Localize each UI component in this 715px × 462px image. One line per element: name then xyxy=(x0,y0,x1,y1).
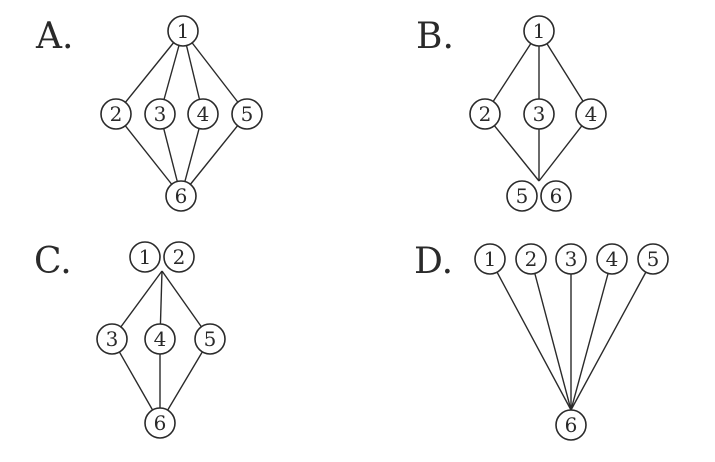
node-a-2: 2 xyxy=(100,98,132,130)
svg-text:3: 3 xyxy=(533,102,546,126)
svg-text:3: 3 xyxy=(565,247,578,271)
node-c-2: 2 xyxy=(163,241,195,273)
node-c-3: 3 xyxy=(96,323,128,355)
edge-d-2-6 xyxy=(530,258,572,411)
node-b-2: 2 xyxy=(469,98,501,130)
edge-b-1-2 xyxy=(484,30,540,115)
svg-text:1: 1 xyxy=(533,19,546,43)
edge-a-1-2 xyxy=(115,30,184,115)
option-b: B. 1 2 3 4 5 6 xyxy=(416,15,607,212)
node-a-1: 1 xyxy=(167,15,199,47)
option-a-label: A. xyxy=(35,16,73,57)
node-d-4: 4 xyxy=(596,243,628,275)
node-d-3: 3 xyxy=(555,243,587,275)
svg-text:2: 2 xyxy=(525,247,538,271)
svg-text:5: 5 xyxy=(516,184,529,208)
node-c-6: 6 xyxy=(144,407,176,439)
edge-d-1-6 xyxy=(489,258,572,411)
svg-text:2: 2 xyxy=(173,245,186,269)
svg-text:6: 6 xyxy=(175,184,188,208)
node-a-3: 3 xyxy=(144,98,176,130)
edge-a-5-6 xyxy=(180,113,248,197)
option-c: C. 1 2 3 4 5 6 xyxy=(34,241,226,439)
option-c-label: C. xyxy=(34,241,72,282)
node-d-1: 1 xyxy=(474,243,506,275)
svg-text:5: 5 xyxy=(241,102,254,126)
edge-d-4-6 xyxy=(570,258,613,411)
edge-d-5-6 xyxy=(570,258,654,411)
svg-text:6: 6 xyxy=(550,184,563,208)
svg-text:1: 1 xyxy=(177,19,190,43)
node-a-6: 6 xyxy=(165,180,197,212)
svg-text:6: 6 xyxy=(154,411,167,435)
svg-text:4: 4 xyxy=(585,102,598,126)
svg-text:5: 5 xyxy=(204,327,217,351)
node-c-1: 1 xyxy=(129,241,161,273)
node-b-5: 5 xyxy=(506,180,538,212)
svg-text:6: 6 xyxy=(565,413,578,437)
node-b-3: 3 xyxy=(523,98,555,130)
svg-text:5: 5 xyxy=(647,247,660,271)
edge-c-3-6 xyxy=(111,338,161,424)
svg-text:3: 3 xyxy=(154,102,167,126)
svg-text:1: 1 xyxy=(139,245,152,269)
svg-text:4: 4 xyxy=(606,247,619,271)
node-a-4: 4 xyxy=(187,98,219,130)
node-b-4: 4 xyxy=(575,98,607,130)
svg-text:4: 4 xyxy=(197,102,210,126)
edge-a-2-6 xyxy=(115,113,182,197)
svg-text:2: 2 xyxy=(110,102,123,126)
option-a: A. 1 2 3 4 5 6 xyxy=(35,15,263,212)
edge-c-5-6 xyxy=(159,338,211,424)
node-b-1: 1 xyxy=(523,15,555,47)
svg-text:4: 4 xyxy=(154,327,167,351)
svg-text:3: 3 xyxy=(106,327,119,351)
node-d-5: 5 xyxy=(637,243,669,275)
svg-text:2: 2 xyxy=(479,102,492,126)
edge-b-1-4 xyxy=(538,30,592,115)
option-b-label: B. xyxy=(416,16,454,57)
edge-a-1-5 xyxy=(182,30,248,115)
option-d: D. 1 2 3 4 5 6 xyxy=(414,241,669,441)
node-d-6: 6 xyxy=(555,409,587,441)
node-c-5: 5 xyxy=(194,323,226,355)
node-a-5: 5 xyxy=(231,98,263,130)
node-b-6: 6 xyxy=(540,180,572,212)
svg-text:1: 1 xyxy=(484,247,497,271)
option-d-label: D. xyxy=(414,241,453,282)
node-c-4: 4 xyxy=(144,323,176,355)
node-d-2: 2 xyxy=(515,243,547,275)
